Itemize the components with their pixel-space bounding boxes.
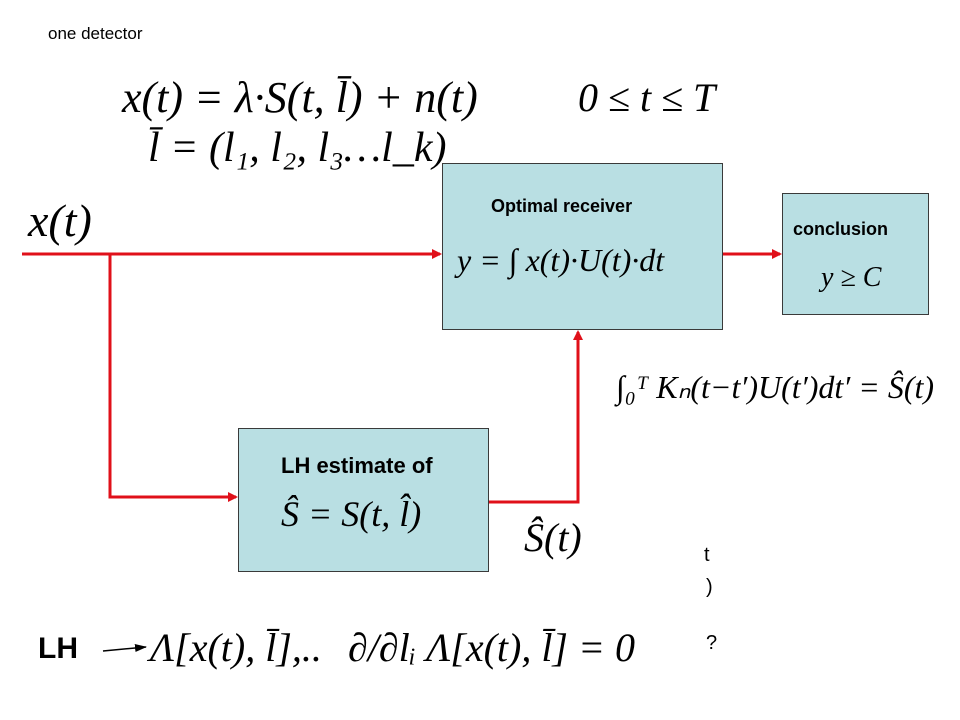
lh-label: LH xyxy=(38,632,78,665)
lh-estimate-label: LH estimate of xyxy=(281,453,433,478)
receiver-equation: y = ∫ x(t)·U(t)·dt xyxy=(457,242,665,278)
branch-to-estimator-arrow xyxy=(108,254,238,502)
estimate-to-receiver-arrow xyxy=(489,330,583,504)
lh-arrow xyxy=(102,644,147,653)
stray-t: t xyxy=(704,544,710,566)
integral-equation: ∫₀ᵀ Kₙ(t−t′)U(t′)dt′ = Ŝ(t) xyxy=(616,369,935,405)
likelihood-function: Λ[x(t), l̄],.. xyxy=(150,625,322,670)
estimate-equation: Ŝ = S(t, l̂) xyxy=(281,494,422,534)
conclusion-label: conclusion xyxy=(793,219,889,239)
estimate-output-label: Ŝ(t) xyxy=(524,515,582,560)
optimal-receiver-label: Optimal receiver xyxy=(491,196,633,216)
signal-model-equation: x(t) = λ·S(t, l̄) + n(t) xyxy=(122,73,478,122)
likelihood-derivative-equation: ∂/∂lᵢ Λ[x(t), l̄] = 0 xyxy=(348,625,635,670)
lh-estimate-block: LH estimate of Ŝ = S(t, l̂) xyxy=(238,428,489,572)
parameter-vector-equation: l̄ = (l₁, l₂, l₃…l_k) xyxy=(148,125,447,171)
conclusion-block: conclusion y ≥ C xyxy=(782,193,929,315)
optimal-receiver-block: Optimal receiver y = ∫ x(t)·U(t)·dt xyxy=(442,163,723,330)
title-note: one detector xyxy=(48,24,143,43)
time-range-equation: 0 ≤ t ≤ T xyxy=(578,75,716,120)
stray-question: ? xyxy=(706,632,718,654)
input-signal-label: x(t) xyxy=(28,195,92,246)
stray-paren: ) xyxy=(706,576,713,598)
decision-rule: y ≥ C xyxy=(821,262,882,293)
